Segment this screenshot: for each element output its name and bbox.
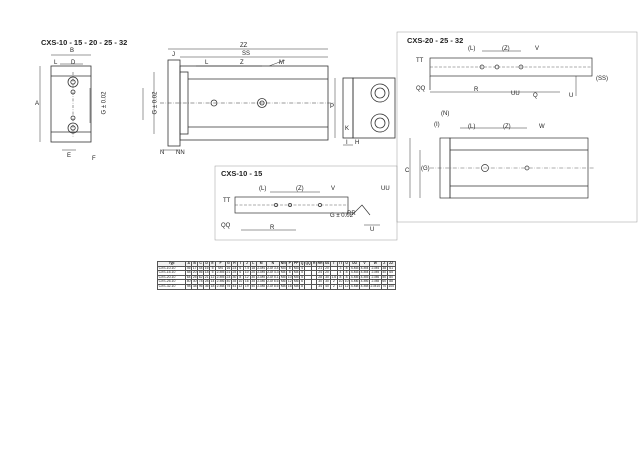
dim-label-v-inset: V [331,186,336,192]
table-cell: 2-M8 [255,283,267,290]
dim-label-tt-inset: TT [223,198,231,204]
dim-label-zz: ZZ [240,43,248,49]
dim-label-w: W [539,124,545,130]
dim-label-r-inset: R [270,225,275,231]
dim-label-rr-inset: RR [347,211,356,217]
table-cell: 2-Ø 8.6 [265,283,281,290]
dim-label-qq: QQ [416,86,426,92]
dim-label-j: J [172,52,175,58]
end-view-left [39,54,92,151]
dim-label-ss-paren: (SS) [596,76,608,82]
dim-label-qq-inset: QQ [221,223,231,229]
side-view-main [142,48,335,151]
table-cell: 12 [336,283,345,290]
table-cell: 70 [380,283,388,290]
dim-label-n-paren: (N) [441,111,450,117]
dim-label-uu-inset: UU [381,186,390,192]
table-cell: 34 [316,283,325,290]
dim-label-l: L [54,60,58,66]
dim-label-g-paren: (G) [421,166,430,172]
table-cell: M8 [279,283,288,290]
end-view-right [334,77,396,146]
table-cell: 12 [343,283,351,290]
dim-label-l2: L [205,60,209,66]
table-cell: 4-M8 [349,283,361,290]
inset-view [214,165,398,241]
dim-label-i-paren: (I) [434,122,440,128]
dim-label-l-inset: (L) [259,186,267,192]
table-header-cell: QQ [303,261,313,267]
table-cell [303,284,313,290]
dim-label-e: E [67,153,72,159]
dim-label-ss: SS [242,51,251,57]
dim-label-i: I [346,140,348,146]
dim-label-p: P [330,104,335,110]
table-cell: 2-M10 [368,283,382,290]
table-cell: 40 [249,283,257,290]
dim-label-u: U [569,93,574,99]
dim-label-l-paren: (L) [468,46,476,52]
dim-label-z: Z [240,60,244,66]
table-cell: 19 [242,283,251,290]
dim-label-r: R [474,87,479,93]
dim-label-u-inset: U [370,227,375,233]
dim-label-v: V [535,46,540,52]
dim-label-f: F [92,156,96,162]
dim-label-tt: TT [416,58,424,64]
dim-label-z-paren-2: (Z) [503,124,511,130]
table-cell: M8 [292,283,301,290]
table-cell: 16 [286,283,294,290]
dim-label-nn: NN [176,150,185,156]
table-cell: 18 [209,283,217,290]
dim-label-g: G ± 0.02 [101,91,108,115]
main-view-title: CXS-10 - 15 - 20 - 25 - 32 [41,38,128,47]
table-cell: 2 [329,284,338,290]
table-cell: 100 [386,283,396,290]
dim-label-d: D [71,60,76,66]
table-cell: CXS-32-10 [156,284,187,290]
dim-label-k: K [345,126,350,132]
dim-label-b: B [70,48,75,54]
dim-label-m: M [279,60,284,66]
table-cell: 40 [323,283,331,290]
dim-label-q: Q [533,93,538,99]
dim-label-c: C [405,168,410,174]
table-cell: 4-M8 [359,283,370,290]
dim-label-z-inset: (Z) [296,186,304,192]
inset-view-title: CXS-10 - 15 [221,169,263,178]
dim-label-a: A [35,101,40,107]
right-view-title: CXS-20 - 25 - 32 [407,36,464,45]
dim-label-uu: UU [511,91,520,97]
dim-label-h: H [355,140,360,146]
table-cell: 2-M8 [215,283,226,290]
detail-view-right [396,31,638,223]
dim-label-g-side: G ± 0.02 [152,91,159,115]
dim-label-z-paren: (Z) [502,46,510,52]
table-cell: 12 [236,283,244,290]
dim-label-g-inset: G ± 0.02 [330,213,353,219]
dim-label-n: N [160,150,165,156]
dim-label-l-paren-2: (L) [468,124,476,130]
